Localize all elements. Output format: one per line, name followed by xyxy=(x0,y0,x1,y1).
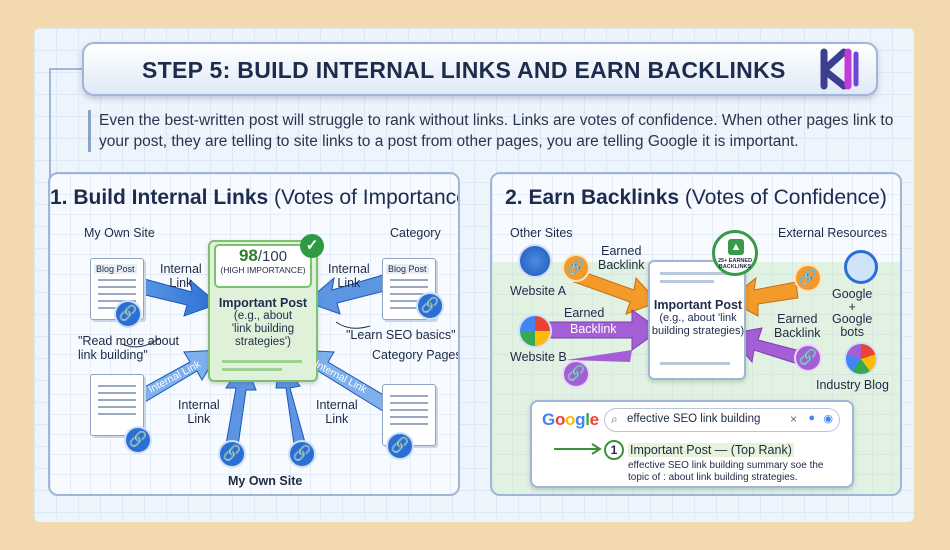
link-chain-icon: 🔗 xyxy=(386,432,414,460)
website-a-label: Website A xyxy=(510,284,567,298)
earned-backlinks-badge: ▲ 25+ EARNED BACKLINKS xyxy=(712,230,758,276)
chrome-icon xyxy=(518,314,552,348)
page-title: STEP 5: BUILD INTERNAL LINKS AND EARN BA… xyxy=(142,57,786,83)
google-logo: Google xyxy=(542,410,599,429)
category-label: Category xyxy=(390,226,441,240)
link-chain-icon: 🔗 xyxy=(288,440,316,468)
link-chain-icon: 🔗 xyxy=(218,440,246,468)
camera-icon[interactable]: ◉ xyxy=(823,413,833,425)
link-chain-icon: 🔗 xyxy=(114,300,142,328)
learn-seo-quote: "Learn SEO basics" xyxy=(346,328,456,342)
important-post-text: Important Post (e.g., about 'link buildi… xyxy=(218,296,308,348)
link-chain-icon: 🔗 xyxy=(794,344,822,372)
industry-blog-icon xyxy=(844,342,878,376)
internal-links-panel: 1. Build Internal Links (Votes of Import… xyxy=(48,172,460,496)
link-chain-icon: 🔗 xyxy=(562,254,590,282)
internal-link-label: Internal Link xyxy=(160,262,202,290)
my-own-site-label: My Own Site xyxy=(84,226,155,240)
rank-number: 1 xyxy=(604,440,624,460)
intro-paragraph: Even the best-written post will struggle… xyxy=(88,110,908,152)
other-sites-label: Other Sites xyxy=(510,226,573,240)
result-arrow xyxy=(554,443,602,455)
search-icon: ⌕ xyxy=(611,412,618,426)
read-more-quote: "Read more about link building" xyxy=(78,334,180,362)
important-post-text: Important Post (e.g., about 'link buildi… xyxy=(651,298,745,337)
search-result-card: Google ⌕ effective SEO link building × ●… xyxy=(530,400,854,488)
mic-icon[interactable]: ● xyxy=(808,412,815,424)
globe-icon xyxy=(518,244,552,278)
link-chain-icon: 🔗 xyxy=(416,292,444,320)
doc-bottom-left xyxy=(90,374,144,436)
link-chain-icon: 🔗 xyxy=(562,360,590,388)
title-bar: STEP 5: BUILD INTERNAL LINKS AND EARN BA… xyxy=(82,42,878,96)
category-pages-label: Category Pages xyxy=(372,348,460,362)
link-chain-icon: 🔗 xyxy=(794,264,822,292)
google-bots-label: Google + Google bots xyxy=(832,287,873,339)
external-resources-label: External Resources xyxy=(778,226,888,240)
earned-word: Earned xyxy=(564,306,605,320)
check-icon: ✓ xyxy=(300,234,324,258)
internal-links-title: 1. Build Internal Links (Votes of Import… xyxy=(50,186,460,209)
earned-backlink-label: Earned Backlink xyxy=(598,244,645,272)
importance-score-box: 98/100 (HIGH IMPORTANCE) xyxy=(214,244,312,288)
backlinks-title: 2. Earn Backlinks (Votes of Confidence) xyxy=(505,186,887,209)
backlinks-panel: 2. Earn Backlinks (Votes of Confidence) … xyxy=(490,172,902,496)
result-snippet: effective SEO link building summary soe … xyxy=(628,460,824,483)
close-icon[interactable]: × xyxy=(789,412,797,426)
website-b-label: Website B xyxy=(510,350,567,364)
ki-logo-icon xyxy=(820,48,859,90)
diag-internal-link-label: Internal Link xyxy=(146,358,203,396)
internal-link-label: Internal Link xyxy=(328,262,370,290)
backlink-arrow-label: Backlink xyxy=(570,322,617,336)
my-own-site-bottom-label: My Own Site xyxy=(228,474,303,488)
industry-blog-label: Industry Blog xyxy=(816,378,889,392)
link-chain-icon: 🔗 xyxy=(124,426,152,454)
internal-link-label: Internal Link xyxy=(316,398,358,426)
magnifier-icon xyxy=(844,250,878,284)
internal-link-label: Internal Link xyxy=(178,398,220,426)
search-input[interactable]: ⌕ effective SEO link building × ● ◉ xyxy=(604,408,840,432)
result-title[interactable]: Important Post — (Top Rank) xyxy=(628,443,794,457)
earned-backlink-label: Earned Backlink xyxy=(774,312,821,340)
diag-internal-link-label: Internal Link xyxy=(312,358,369,396)
thumbs-up-icon: ▲ xyxy=(728,239,744,255)
